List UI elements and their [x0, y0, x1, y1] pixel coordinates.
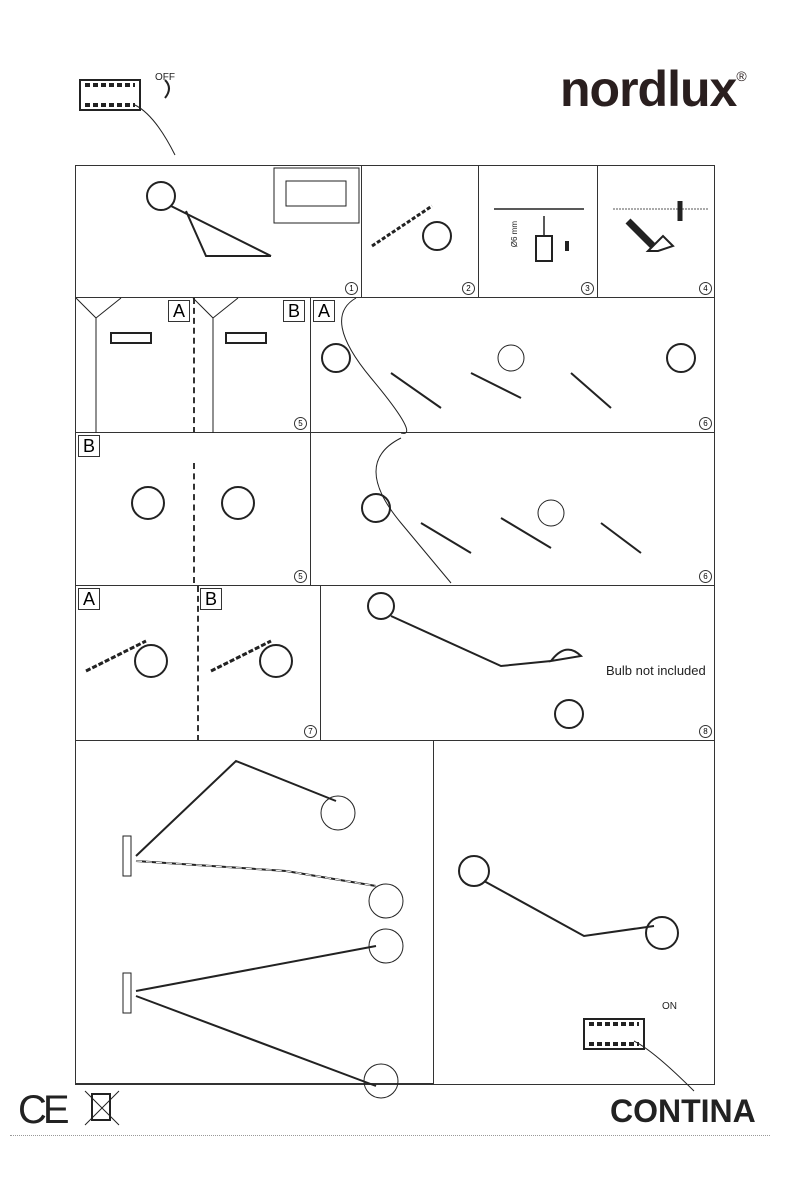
drill-size-label: Ø6 mm: [510, 221, 519, 248]
registered-mark: ®: [736, 68, 746, 84]
divider: [193, 463, 195, 583]
instruction-grid: 1 2 Ø6 mm 3 4 A B 5 A 6 B 5 6 A B 7 Bulb…: [75, 165, 715, 1099]
step-6b: 6: [311, 433, 715, 586]
hammer-plug-drawing: [613, 201, 708, 252]
on-label: ON: [662, 1001, 677, 1012]
step-number: 4: [699, 282, 712, 295]
step-number: 1: [345, 282, 358, 295]
wiring-drawing: [361, 437, 642, 584]
product-name: CONTINA: [610, 1093, 756, 1129]
wiring-drawing: [321, 297, 696, 434]
divider: [197, 586, 199, 741]
arm-mount-drawing: [146, 167, 360, 257]
canopy-fix-drawing: [131, 486, 255, 520]
variant-a-label: A: [313, 300, 335, 322]
drill-drawing: [494, 208, 584, 262]
step-number: 6: [699, 570, 712, 583]
bulb-note: Bulb not included: [606, 663, 706, 678]
step-1: 1: [76, 166, 362, 298]
brand-name: nordlux: [560, 61, 737, 117]
variant-b-label: B: [78, 435, 100, 457]
off-label: OFF: [155, 72, 175, 83]
assembled-lamp-drawing: [458, 855, 695, 1092]
variant-b-label: B: [283, 300, 305, 322]
variant-a-label: A: [78, 588, 100, 610]
divider: [193, 298, 195, 433]
step-number: 5: [294, 570, 307, 583]
step-2: 2: [362, 166, 479, 298]
bracket-screw-drawing: [75, 297, 267, 433]
step-number: 5: [294, 417, 307, 430]
arm-adjustment-drawing: [122, 759, 404, 1099]
step-5b: B 5: [76, 433, 311, 586]
step-number: 3: [581, 282, 594, 295]
footer-rule: [10, 1135, 770, 1136]
step-5a: A B 5: [75, 297, 311, 433]
brand-logo: nordlux®: [560, 60, 747, 118]
lamp-bulb-drawing: [367, 592, 584, 729]
step-8: Bulb not included 8: [321, 586, 715, 741]
switch-off-illustration: OFF: [75, 65, 195, 160]
step-number: 8: [699, 725, 712, 738]
adjustment-diagram: [76, 741, 434, 1099]
variant-b-label: B: [200, 588, 222, 610]
bracket-remove-drawing: [371, 204, 452, 251]
power-switch-icon: [79, 79, 176, 156]
step-6a: A 6: [311, 297, 715, 434]
crossed-bin-icon: [82, 1088, 122, 1128]
step-number: 2: [462, 282, 475, 295]
final-assembly: ON: [434, 741, 715, 1092]
variant-a-label: A: [168, 300, 190, 322]
step-number: 6: [699, 417, 712, 430]
step-number: 7: [304, 725, 317, 738]
step-7: A B 7: [76, 586, 321, 741]
step-4: 4: [598, 166, 715, 298]
mount-to-wall-drawing: [85, 639, 293, 678]
step-3: Ø6 mm 3: [479, 166, 598, 298]
ce-mark: CE: [18, 1088, 70, 1132]
